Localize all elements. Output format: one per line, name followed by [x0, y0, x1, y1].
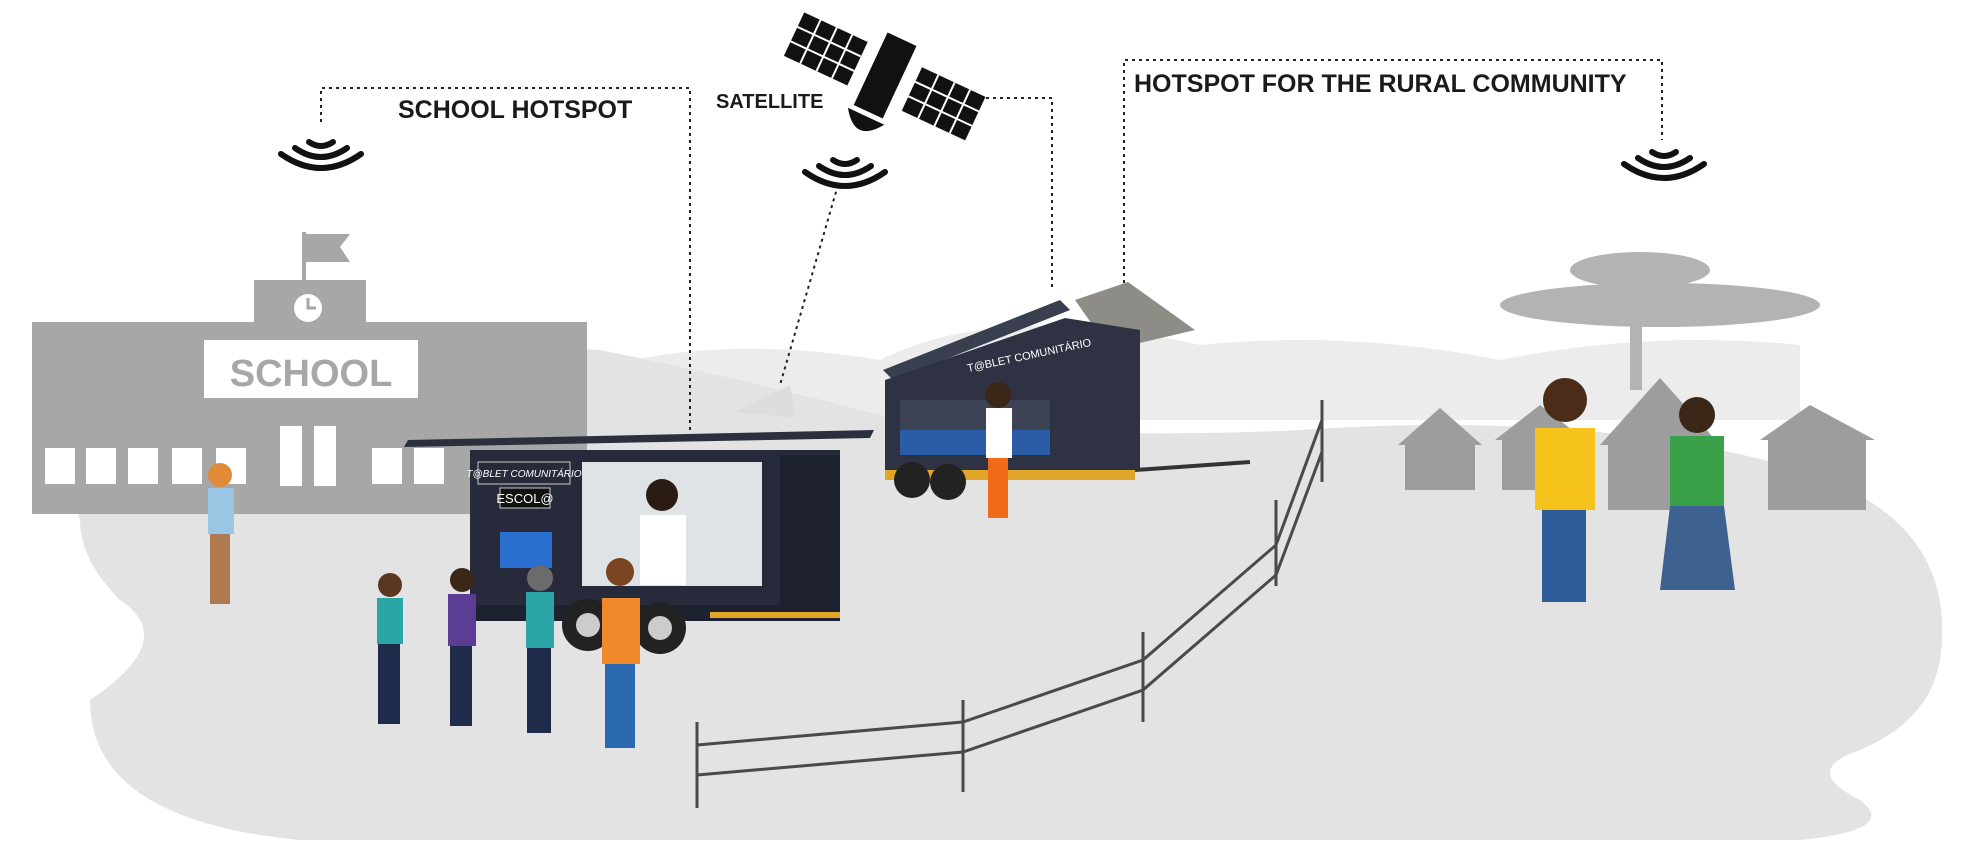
- people-queue: [377, 558, 640, 748]
- rural-hotspot-link: [1123, 59, 1663, 290]
- satellite-dish: [735, 385, 795, 418]
- wifi-icon-school: [278, 139, 364, 171]
- satellite-label: SATELLITE: [716, 91, 823, 113]
- trailer-back: [883, 282, 1251, 518]
- trailer-front-brand: T@BLET COMUNITÁRIO: [466, 467, 581, 480]
- wifi-icon-community: [1621, 149, 1707, 181]
- rural-hotspot-label: HOTSPOT FOR THE RURAL COMMUNITY: [1134, 70, 1627, 98]
- school-hotspot-label: SCHOOL HOTSPOT: [398, 96, 632, 124]
- student-with-phone: [208, 463, 234, 604]
- satellite-trailer-link: [958, 97, 1053, 290]
- school-windows: [45, 426, 444, 486]
- acacia-tree: [1500, 252, 1820, 390]
- villagers: [1535, 378, 1735, 602]
- background-hills: [560, 325, 1800, 420]
- fence: [695, 400, 1324, 808]
- school-hotspot-link: [320, 87, 691, 430]
- satellite-icon: [783, 12, 986, 141]
- wifi-icon-satellite: [802, 157, 888, 189]
- trailer-front-subtitle: ESCOL@: [496, 491, 553, 506]
- school-sign: SCHOOL: [230, 353, 393, 395]
